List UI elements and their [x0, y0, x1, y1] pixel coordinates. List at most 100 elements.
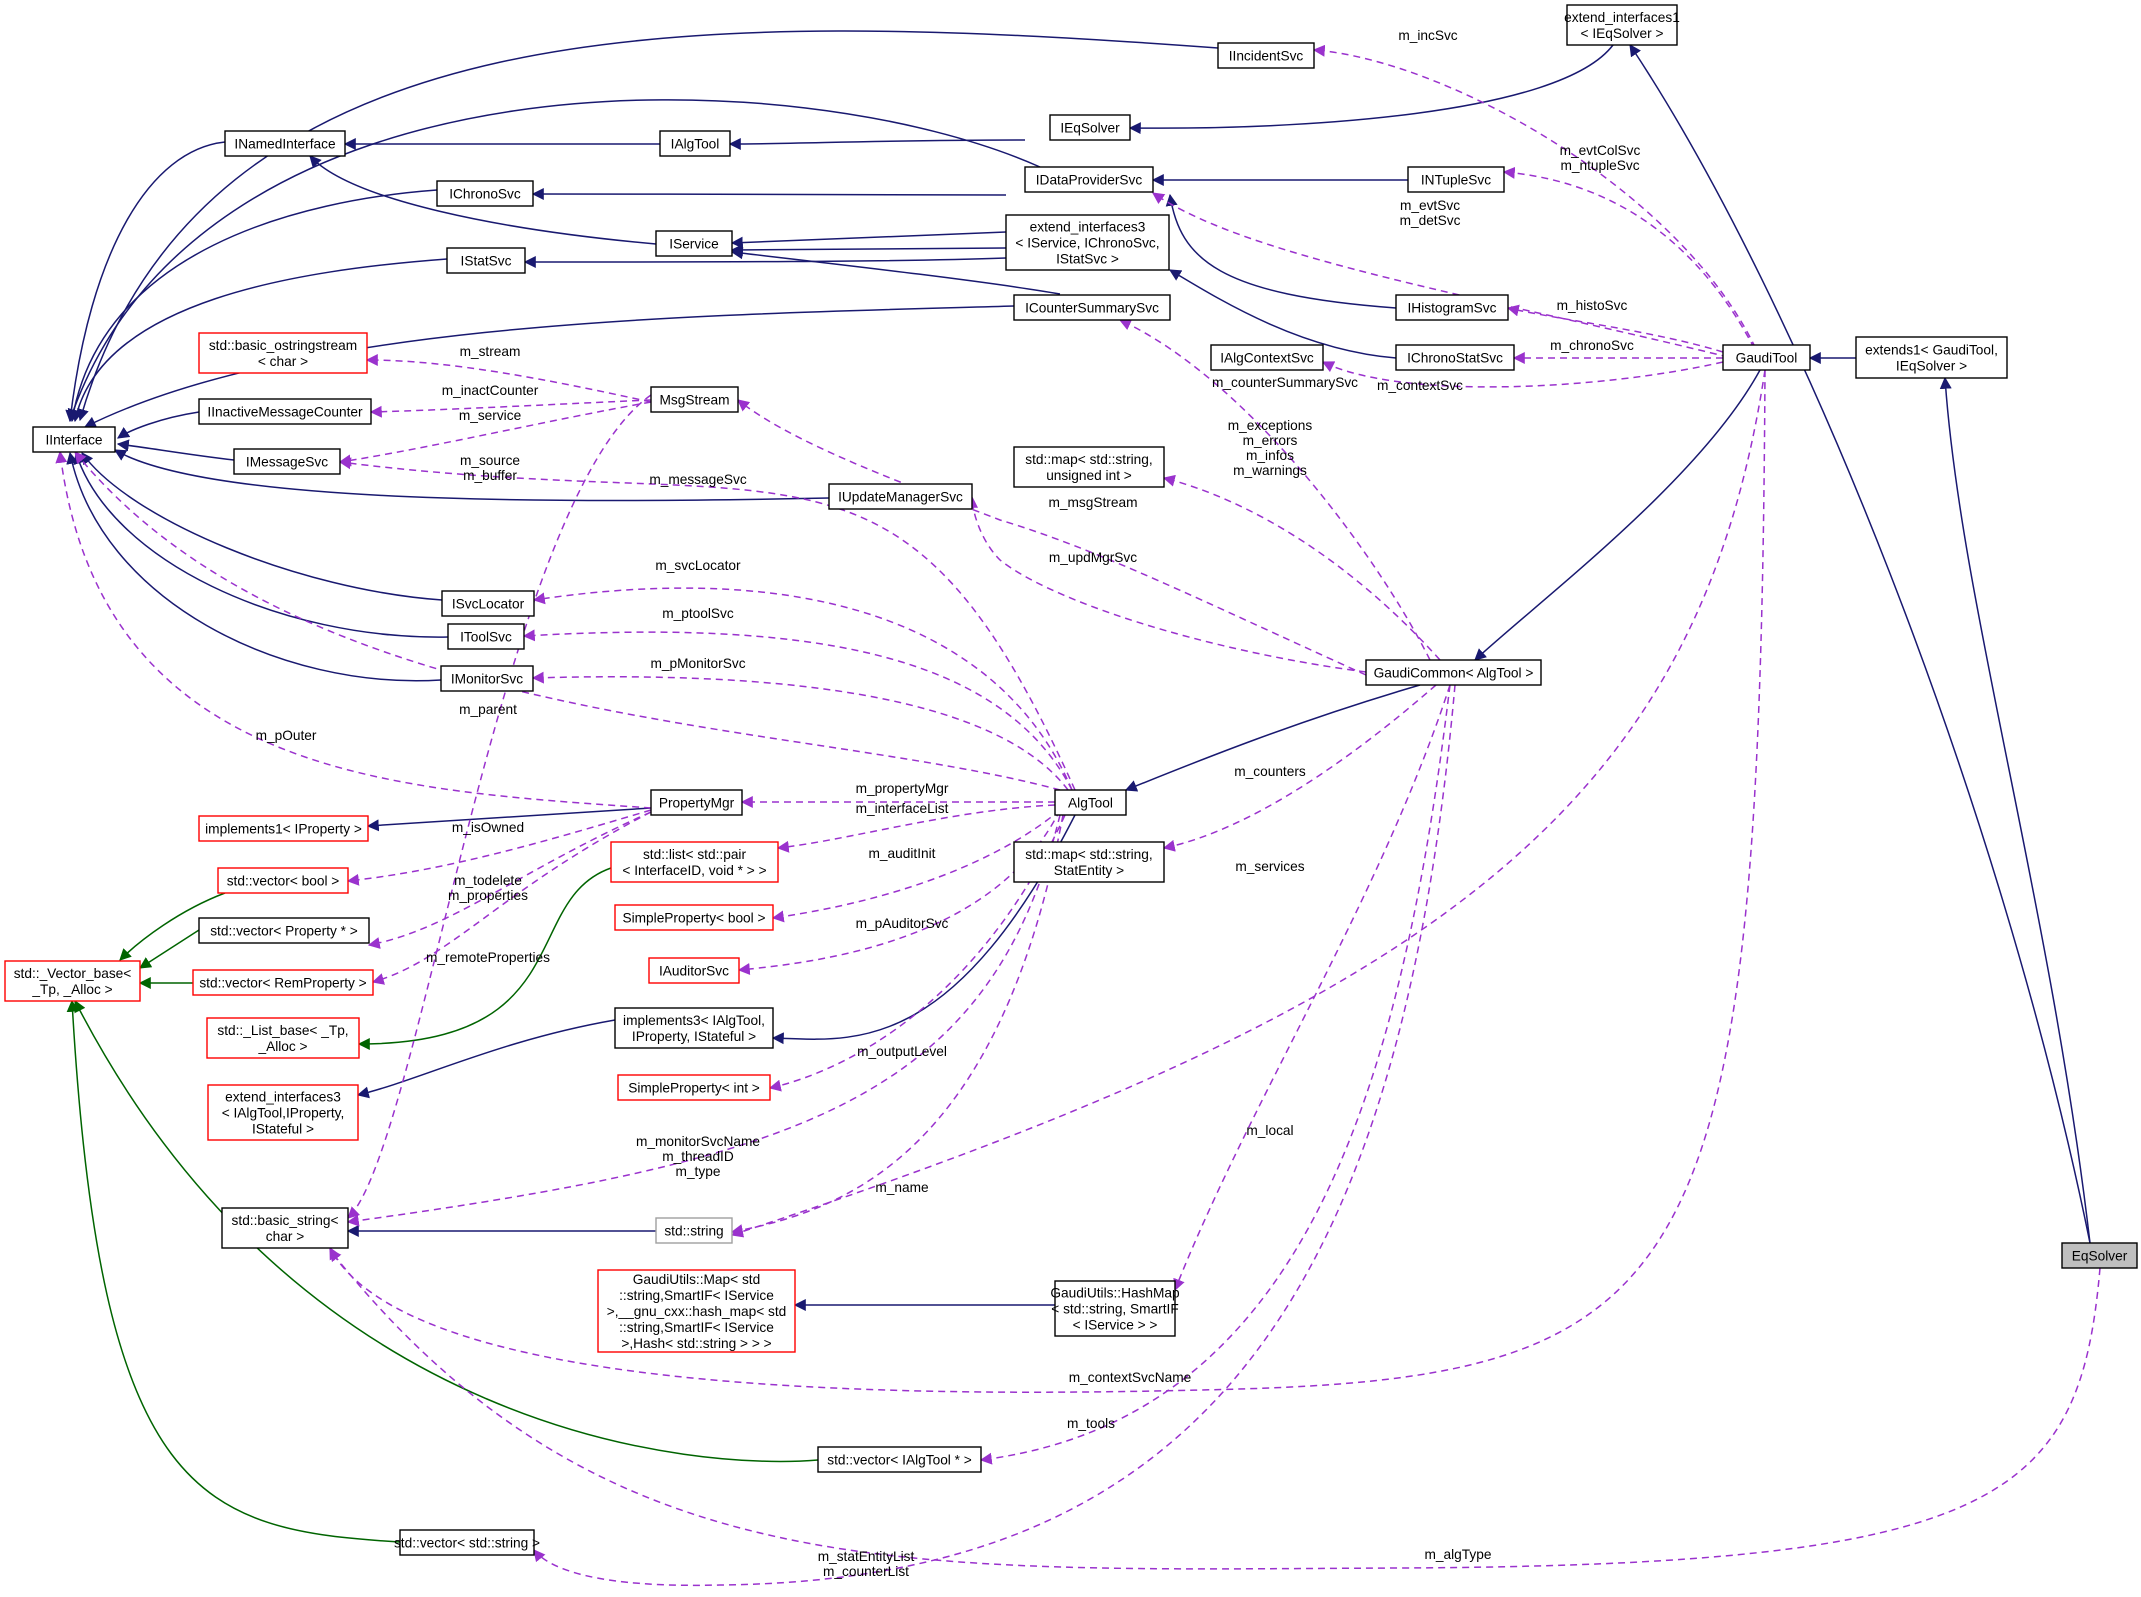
- class-node-vector-base[interactable]: std::_Vector_base<_Tp, _Alloc >: [4, 960, 141, 1002]
- edge-label: m_buffer: [463, 468, 517, 483]
- class-node-ext-int1[interactable]: extend_interfaces1< IEqSolver >: [1564, 4, 1680, 46]
- class-node-idataprovidersvc[interactable]: IDataProviderSvc: [1024, 166, 1154, 193]
- class-name-text: StatEntity >: [1054, 863, 1124, 878]
- edge-label: m_name: [875, 1180, 928, 1195]
- class-box: [828, 483, 973, 510]
- class-node-implements3[interactable]: implements3< IAlgTool,IProperty, IStatef…: [614, 1007, 774, 1049]
- class-node-basic-string[interactable]: std::basic_string<char >: [221, 1207, 349, 1249]
- inheritance-edge-28: [1124, 684, 1421, 792]
- class-node-vector-algtool[interactable]: std::vector< IAlgTool * >: [817, 1446, 982, 1473]
- class-name-text: < std::string, SmartIF: [1051, 1302, 1178, 1317]
- class-node-vector-remprop[interactable]: std::vector< RemProperty >: [192, 969, 374, 996]
- class-node-ihistogramsvc[interactable]: IHistogramSvc: [1395, 294, 1509, 321]
- inheritance-edge-27: [1474, 369, 1761, 661]
- usage-edge-71: [347, 394, 652, 1219]
- class-name-text: IService: [669, 237, 718, 252]
- class-box: [1395, 294, 1509, 321]
- class-name-text: ISvcLocator: [452, 597, 525, 612]
- class-name-text: IToolSvc: [460, 630, 512, 645]
- class-node-propertymgr[interactable]: PropertyMgr: [650, 789, 743, 816]
- class-node-extends1[interactable]: extends1< GaudiTool,IEqSolver >: [1855, 336, 2008, 379]
- class-box: [447, 623, 525, 650]
- template-edge-39: [66, 999, 401, 1543]
- class-node-vector-string[interactable]: std::vector< std::string >: [394, 1529, 540, 1556]
- class-node-gu-map[interactable]: GaudiUtils::Map< std::string,SmartIF< IS…: [597, 1269, 796, 1353]
- inheritance-edge-16: [730, 231, 1007, 249]
- class-box: [446, 247, 526, 274]
- class-node-iauditorsvc[interactable]: IAuditorSvc: [648, 957, 740, 984]
- class-node-imonitorsvc[interactable]: IMonitorSvc: [440, 665, 534, 692]
- class-node-map-stat[interactable]: std::map< std::string,StatEntity >: [1013, 841, 1165, 883]
- edges: [55, 30, 2101, 1587]
- usage-edge-56: [531, 671, 1069, 791]
- class-node-iinactivemessagecounter[interactable]: IInactiveMessageCounter: [198, 398, 372, 425]
- inheritance-edge-26: [1629, 44, 2091, 1244]
- class-box: [1210, 344, 1324, 371]
- class-name-text: std::map< std::string,: [1025, 452, 1152, 467]
- class-node-gaudicommon[interactable]: GaudiCommon< AlgTool >: [1365, 659, 1542, 686]
- inheritance-edge-21: [730, 247, 1061, 295]
- class-node-imessagesvc[interactable]: IMessageSvc: [233, 448, 341, 475]
- class-node-msgstream[interactable]: MsgStream: [650, 386, 739, 413]
- class-node-ext-int3b[interactable]: extend_interfaces3< IAlgTool,IProperty,I…: [207, 1084, 359, 1141]
- class-node-iinterface[interactable]: IInterface: [32, 426, 116, 453]
- class-node-ichronosvc[interactable]: IChronoSvc: [436, 180, 534, 207]
- class-name-text: < InterfaceID, void * > >: [622, 863, 766, 878]
- class-name-text: < IAlgTool,IProperty,: [222, 1106, 345, 1121]
- class-node-istatsvc[interactable]: IStatSvc: [446, 247, 526, 274]
- class-node-ieqsolver[interactable]: IEqSolver: [1049, 114, 1131, 141]
- edge-label: m_svcLocator: [655, 558, 741, 573]
- class-name-text: std::vector< Property * >: [210, 924, 358, 939]
- class-name-text: IStatSvc: [461, 254, 512, 269]
- class-name-text: < IService > >: [1073, 1318, 1158, 1333]
- edge-label: m_counterList: [823, 1564, 909, 1579]
- class-name-text: unsigned int >: [1046, 468, 1132, 483]
- class-node-itoolsvc[interactable]: IToolSvc: [447, 623, 525, 650]
- class-box: [650, 789, 743, 816]
- class-node-list-base[interactable]: std::_List_base< _Tp,_Alloc >: [206, 1017, 360, 1059]
- class-name-text: std::map< std::string,: [1025, 847, 1152, 862]
- edge-label: m_messageSvc: [649, 472, 747, 487]
- class-node-ext-int3[interactable]: extend_interfaces3< IService, IChronoSvc…: [1005, 214, 1170, 271]
- class-name-text: SimpleProperty< bool >: [622, 911, 765, 926]
- usage-edge-63: [771, 809, 1061, 923]
- class-node-intuplesvc[interactable]: INTupleSvc: [1407, 166, 1505, 193]
- usage-edge-68: [768, 814, 1066, 1092]
- class-node-iincidentsvc[interactable]: IIncidentSvc: [1217, 42, 1315, 69]
- class-node-basic-ostringstream[interactable]: std::basic_ostringstream< char >: [198, 332, 368, 374]
- class-name-text: IDataProviderSvc: [1036, 173, 1143, 188]
- class-node-simpleproperty-bool[interactable]: SimpleProperty< bool >: [614, 904, 774, 931]
- edge-label: m_ntupleSvc: [1560, 158, 1639, 173]
- class-name-text: IAuditorSvc: [659, 964, 729, 979]
- class-node-algtool[interactable]: AlgTool: [1054, 789, 1127, 816]
- nodes: IInterface INamedInterface IIncidentSvc ext…: [4, 4, 2138, 1556]
- class-node-inamedinterface[interactable]: INamedInterface: [224, 130, 346, 157]
- class-node-icountersummarysvc[interactable]: ICounterSummarySvc: [1013, 294, 1171, 321]
- class-node-vector-prop[interactable]: std::vector< Property * >: [198, 917, 370, 944]
- class-node-gu-hashmap[interactable]: GaudiUtils::HashMap< std::string, SmartI…: [1050, 1280, 1180, 1337]
- class-name-text: IHistogramSvc: [1408, 301, 1497, 316]
- class-node-iupdatemanagersvc[interactable]: IUpdateManagerSvc: [828, 483, 973, 510]
- class-node-eqsolver[interactable]: EqSolver: [2061, 1242, 2138, 1269]
- class-node-ichronostatsvc[interactable]: IChronoStatSvc: [1395, 344, 1515, 371]
- class-node-simpleproperty-int[interactable]: SimpleProperty< int >: [617, 1074, 771, 1101]
- class-node-std-string[interactable]: std::string: [655, 1217, 733, 1244]
- class-node-implements1[interactable]: implements1< IProperty >: [198, 815, 369, 842]
- class-node-vector-bool[interactable]: std::vector< bool >: [217, 867, 349, 894]
- class-node-ialgtool[interactable]: IAlgTool: [659, 130, 731, 157]
- class-box: [441, 590, 535, 617]
- class-node-isvclocator[interactable]: ISvcLocator: [441, 590, 535, 617]
- edge-label: m_ptoolSvc: [662, 606, 734, 621]
- class-box: [1217, 42, 1315, 69]
- class-node-map-uint[interactable]: std::map< std::string,unsigned int >: [1013, 446, 1165, 488]
- class-box: [1013, 446, 1165, 488]
- class-node-iservice[interactable]: IService: [655, 230, 733, 257]
- edge-label: m_pAuditorSvc: [856, 916, 949, 931]
- class-node-gauditool[interactable]: GaudiTool: [1722, 344, 1811, 371]
- class-node-list-pair[interactable]: std::list< std::pair< InterfaceID, void …: [610, 841, 779, 883]
- class-name-text: std::_Vector_base<: [14, 966, 132, 981]
- class-box: [610, 841, 779, 883]
- class-node-ialgcontextsvc[interactable]: IAlgContextSvc: [1210, 344, 1324, 371]
- usage-edge-61: [776, 804, 1056, 853]
- edge-label: m_msgStream: [1049, 495, 1138, 510]
